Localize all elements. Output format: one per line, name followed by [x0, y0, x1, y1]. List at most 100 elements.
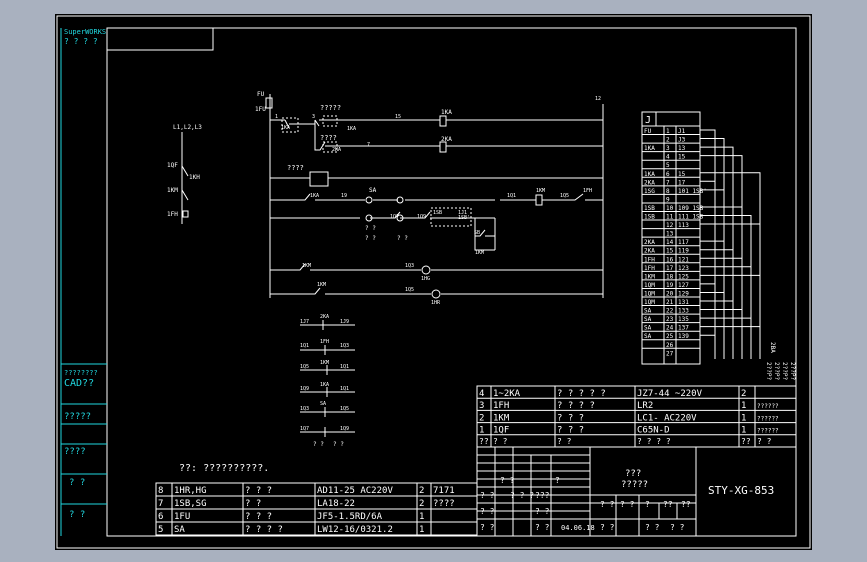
terminal-cell: 117	[678, 239, 689, 246]
bom-cell: ? ?	[245, 499, 261, 509]
tb-cell: ?	[645, 500, 650, 509]
contact-label: 1KA	[347, 126, 356, 132]
bom-cell: ??????	[757, 428, 779, 435]
legend-label: 1KA	[320, 382, 329, 388]
relay-label: 1KH	[189, 174, 200, 181]
terminal-wire	[700, 206, 743, 359]
tb-cell: ? ?	[670, 523, 685, 532]
bom-header: ? ?	[557, 437, 572, 446]
side-label: 2BA	[769, 342, 776, 353]
node-label: 1Q5	[405, 287, 414, 293]
inner-frame	[106, 27, 797, 537]
terminal-cell: 8	[666, 188, 670, 195]
terminal-cell: FU	[644, 128, 652, 135]
terminal-cell: 16	[666, 256, 674, 263]
terminal-cell: 1SG	[644, 188, 655, 195]
terminal-cell: 133	[678, 308, 689, 315]
overload-contact-label: 1FH	[583, 188, 592, 194]
legend-label: 1Q1	[300, 343, 309, 349]
lamp-label: 1HR	[431, 300, 441, 306]
side-label: 2??P?	[773, 362, 780, 380]
bom-cell: ? ? ?	[245, 512, 272, 522]
node-label: 3	[312, 114, 315, 120]
terminal-cell: 137	[678, 325, 689, 332]
terminal-cell: 20	[666, 290, 674, 297]
terminal-cell: 1	[666, 128, 670, 135]
legend-label: 1Q5	[340, 406, 349, 412]
terminal-cell: SA	[644, 325, 652, 332]
legend-label: 1Q5	[300, 364, 309, 370]
terminal-wire	[700, 249, 734, 359]
bom-cell: ? ? ?	[245, 486, 272, 496]
bom-cell: 3	[479, 401, 484, 411]
bom-cell: 1	[419, 512, 424, 522]
terminal-header: J	[645, 115, 651, 126]
strip-label: CAD??	[64, 378, 94, 389]
bom-cell: 1SB,SG	[174, 499, 207, 509]
strip-label: ? ?	[69, 478, 85, 488]
terminal-cell: 1QM	[644, 299, 655, 306]
terminal-cell: 5	[666, 162, 670, 169]
fuse-label: 1FU	[255, 106, 266, 113]
button-label: 1SB'	[458, 215, 470, 221]
terminal-wire	[700, 317, 752, 359]
tb-cell: ?	[555, 476, 560, 485]
terminal-cell: 139	[678, 333, 689, 340]
bom-cell: LR2	[637, 401, 653, 411]
node-label: 1Q1	[507, 193, 516, 199]
terminal-cell: 135	[678, 316, 689, 323]
tb-cell: ??	[663, 500, 673, 509]
drawing-sheet: SuperWORKS ? ? ? ? ???????? CAD?? ????? …	[55, 14, 812, 550]
terminal-cell: 11	[666, 214, 674, 221]
bom-cell: 8	[158, 486, 163, 496]
terminal-cell: 1FH	[644, 265, 655, 272]
overload-label: 1FH	[167, 211, 178, 218]
drawing-note: ??: ??????????.	[179, 463, 269, 474]
bom-cell: 5	[158, 525, 163, 535]
bom-cell: ? ? ? ? ?	[557, 389, 606, 399]
legend-label: 1Q7	[300, 426, 309, 432]
bom-cell: JF5-1.5RD/6A	[317, 512, 383, 522]
left-strip: SuperWORKS ? ? ? ? ???????? CAD?? ????? …	[60, 28, 107, 536]
terminal-wire	[700, 283, 716, 359]
control-circuit: FU 1FU 1 3 ????? 1KA 15 1KA ???? 2KA 7 2…	[255, 91, 604, 306]
terminal-wire	[700, 146, 734, 359]
legend-label: 1Q9	[300, 386, 309, 392]
title-block: ??? ????? STY-XG-853 04.06.18 ? ? ? ? ? …	[476, 446, 797, 537]
terminal-cell: 27	[666, 350, 674, 357]
node-label: 1Q7	[390, 214, 399, 220]
node-label: 1Q5	[560, 193, 569, 199]
terminal-cell: 13	[678, 145, 686, 152]
terminal-wire	[700, 291, 725, 359]
bom-cell: 7	[158, 499, 163, 509]
bom-cell: 1	[741, 401, 746, 411]
terminal-cell: 113	[678, 222, 689, 229]
terminal-cell: 18	[666, 273, 674, 280]
node-label: 12	[595, 96, 601, 102]
tb-cell: ? ?	[535, 523, 550, 532]
contact-label: 1KM	[317, 282, 326, 288]
side-label: 2??P?	[781, 362, 788, 380]
bom-cell: ??????	[757, 415, 779, 422]
terminal-cell: 2	[666, 137, 670, 144]
terminal-cell: 13	[666, 231, 674, 238]
title-line2: ?????	[621, 480, 648, 490]
bom-cell: 6	[158, 512, 163, 522]
bom-header: ? ? ? ?	[637, 437, 671, 446]
terminal-cell: 119	[678, 248, 689, 255]
terminal-wire	[700, 215, 752, 359]
tb-cell: ? ?	[500, 476, 515, 485]
terminal-cell: 22	[666, 308, 674, 315]
switch-label: SA	[369, 187, 377, 194]
terminal-cell: 109 1SB	[678, 205, 704, 212]
terminal-cell: 1SB	[644, 214, 655, 221]
strip-label: ? ?	[69, 510, 85, 520]
node-label: 19	[341, 193, 347, 199]
tb-cell: ? ?	[600, 523, 615, 532]
schematic-drawing: SuperWORKS ? ? ? ? ???????? CAD?? ????? …	[56, 15, 811, 549]
tb-cell: ? ?	[480, 507, 495, 516]
terminal-cell: 1QM	[644, 282, 655, 289]
terminal-cell: 1KA	[644, 145, 655, 152]
legend-label: SA	[320, 401, 326, 407]
